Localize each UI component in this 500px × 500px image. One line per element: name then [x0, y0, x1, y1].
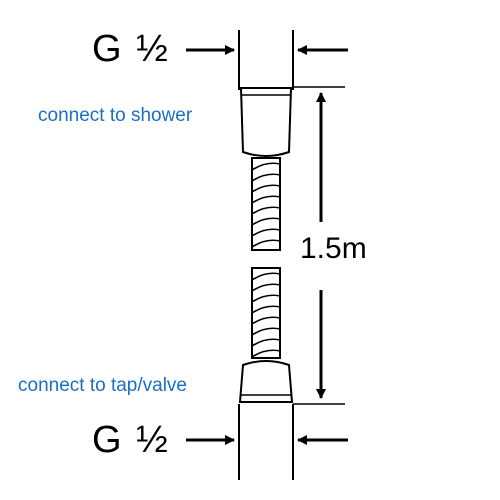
hose-coil-stripe [251, 305, 281, 314]
hose-coil-stripe [251, 217, 281, 226]
connect-shower-label: connect to shower [38, 105, 193, 126]
hose-coil-stripe [251, 283, 281, 292]
bottom-thread-label: G ½ [92, 419, 170, 461]
top-hose-segment [251, 157, 281, 251]
bottom-hose-segment [251, 267, 281, 359]
hose-coil-stripe [251, 316, 281, 325]
bottom-hose-coil-icon [251, 272, 281, 358]
hose-coil-stripe [251, 294, 281, 303]
hose-coil-stripe [251, 173, 281, 182]
hose-coil-stripe [251, 206, 281, 215]
connect-tap-label: connect to tap/valve [18, 375, 187, 396]
hose-coil-stripe [251, 228, 281, 237]
hose-coil-stripe [251, 338, 281, 347]
hose-coil-stripe [251, 349, 281, 358]
hose-coil-stripe [251, 195, 281, 204]
top-fitting [239, 87, 293, 157]
length-label: 1.5m [300, 232, 367, 265]
hose-coil-stripe [251, 272, 281, 281]
hose-coil-stripe [251, 239, 281, 248]
bottom-fitting [238, 360, 294, 403]
top-thread-label: G ½ [92, 28, 170, 70]
top-hose-coil-icon [251, 162, 281, 248]
hose-coil-stripe [251, 327, 281, 336]
hose-coil-stripe [251, 162, 281, 171]
hose-coil-stripe [251, 184, 281, 193]
